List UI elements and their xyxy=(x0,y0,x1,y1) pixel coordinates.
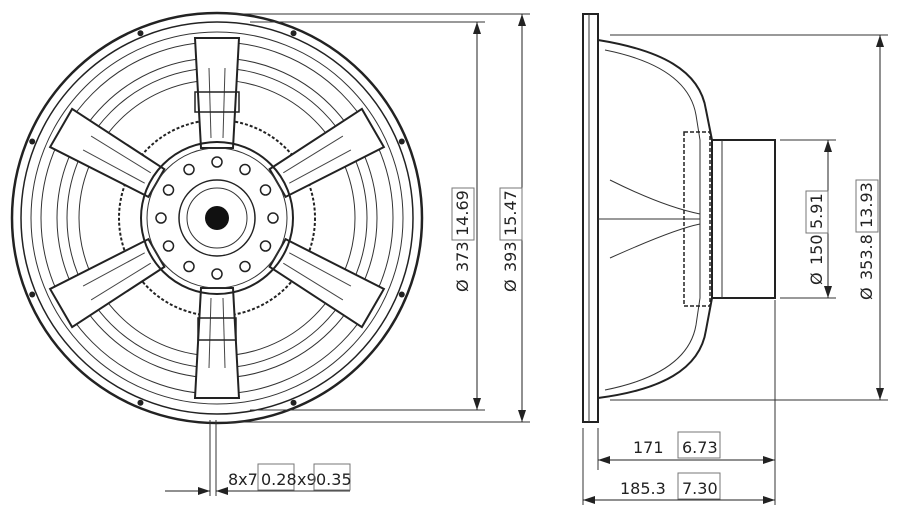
hub-hole xyxy=(183,260,195,273)
mounting-hole xyxy=(137,30,144,37)
dim-inch: 13.93 xyxy=(857,182,876,228)
hub-holes xyxy=(155,156,279,280)
spoke xyxy=(48,107,166,199)
motor-cooling-fins xyxy=(683,131,711,307)
dim-slot: x9 xyxy=(297,470,317,489)
mounting-holes xyxy=(29,30,405,406)
spoke xyxy=(48,237,166,329)
spoke xyxy=(268,107,386,199)
dim-inch: 0.28 xyxy=(261,470,297,489)
dim-mm: 171 xyxy=(633,438,664,457)
mounting-hole xyxy=(29,138,36,145)
dim-inch: 7.30 xyxy=(682,479,718,498)
dim-mm: 8x7 xyxy=(228,470,258,489)
hub-hole xyxy=(211,268,223,280)
dim-mm: 353.8 xyxy=(857,234,876,280)
front-view xyxy=(10,11,424,425)
mounting-hole xyxy=(137,399,144,406)
hub-hole xyxy=(239,163,251,176)
outer-frame-ring xyxy=(10,11,424,425)
hub-hole xyxy=(259,184,272,196)
dim-373: Ø 373 14.69 xyxy=(451,187,475,292)
dim-mm: 373 xyxy=(453,241,472,272)
spoke xyxy=(193,287,241,399)
dim-171: 171 6.73 xyxy=(633,431,721,459)
mounting-flange xyxy=(582,13,599,423)
mounting-hole xyxy=(290,30,297,37)
diameter-symbol: Ø xyxy=(857,287,876,300)
dim-inch: 6.73 xyxy=(682,438,718,457)
magnet xyxy=(711,139,776,299)
diameter-symbol: Ø xyxy=(807,272,826,285)
dim-inch: 14.69 xyxy=(453,190,472,236)
spoke xyxy=(193,37,241,149)
mounting-hole xyxy=(398,138,405,145)
dim-150: Ø 150 5.91 xyxy=(805,190,829,285)
pole-plate xyxy=(140,141,294,295)
hub-hole xyxy=(211,156,223,168)
hub-hole xyxy=(267,212,279,224)
dim-mm: 150 xyxy=(807,234,826,265)
pole-vent-hole xyxy=(205,206,229,230)
basket-spokes xyxy=(48,37,386,399)
dim-inch: 5.91 xyxy=(807,193,826,229)
spoke xyxy=(268,237,386,329)
hub-hole xyxy=(162,240,175,252)
hub-hole xyxy=(162,184,175,196)
mounting-hole xyxy=(398,291,405,298)
dim-mounting-holes: 8x7 0.28 x9 0.35 xyxy=(228,463,352,491)
dim-185-3: 185.3 7.30 xyxy=(620,472,721,500)
terminal-bottom xyxy=(197,317,237,341)
dim-inch: 15.47 xyxy=(501,190,520,236)
hub-hole xyxy=(239,260,251,273)
mounting-hole xyxy=(290,399,297,406)
dim-353-8: Ø 353.8 13.93 xyxy=(855,179,879,300)
dim-mm: 185.3 xyxy=(620,479,666,498)
side-view xyxy=(582,13,776,423)
mounting-hole xyxy=(29,291,36,298)
dim-inch: 0.35 xyxy=(316,470,352,489)
dim-mm: 393 xyxy=(501,241,520,272)
hub-hole xyxy=(183,163,195,176)
dim-393: Ø 393 15.47 xyxy=(499,187,523,292)
diameter-symbol: Ø xyxy=(453,279,472,292)
diameter-symbol: Ø xyxy=(501,279,520,292)
hub-hole xyxy=(259,240,272,252)
terminal-top xyxy=(194,91,240,113)
hub-hole xyxy=(155,212,167,224)
